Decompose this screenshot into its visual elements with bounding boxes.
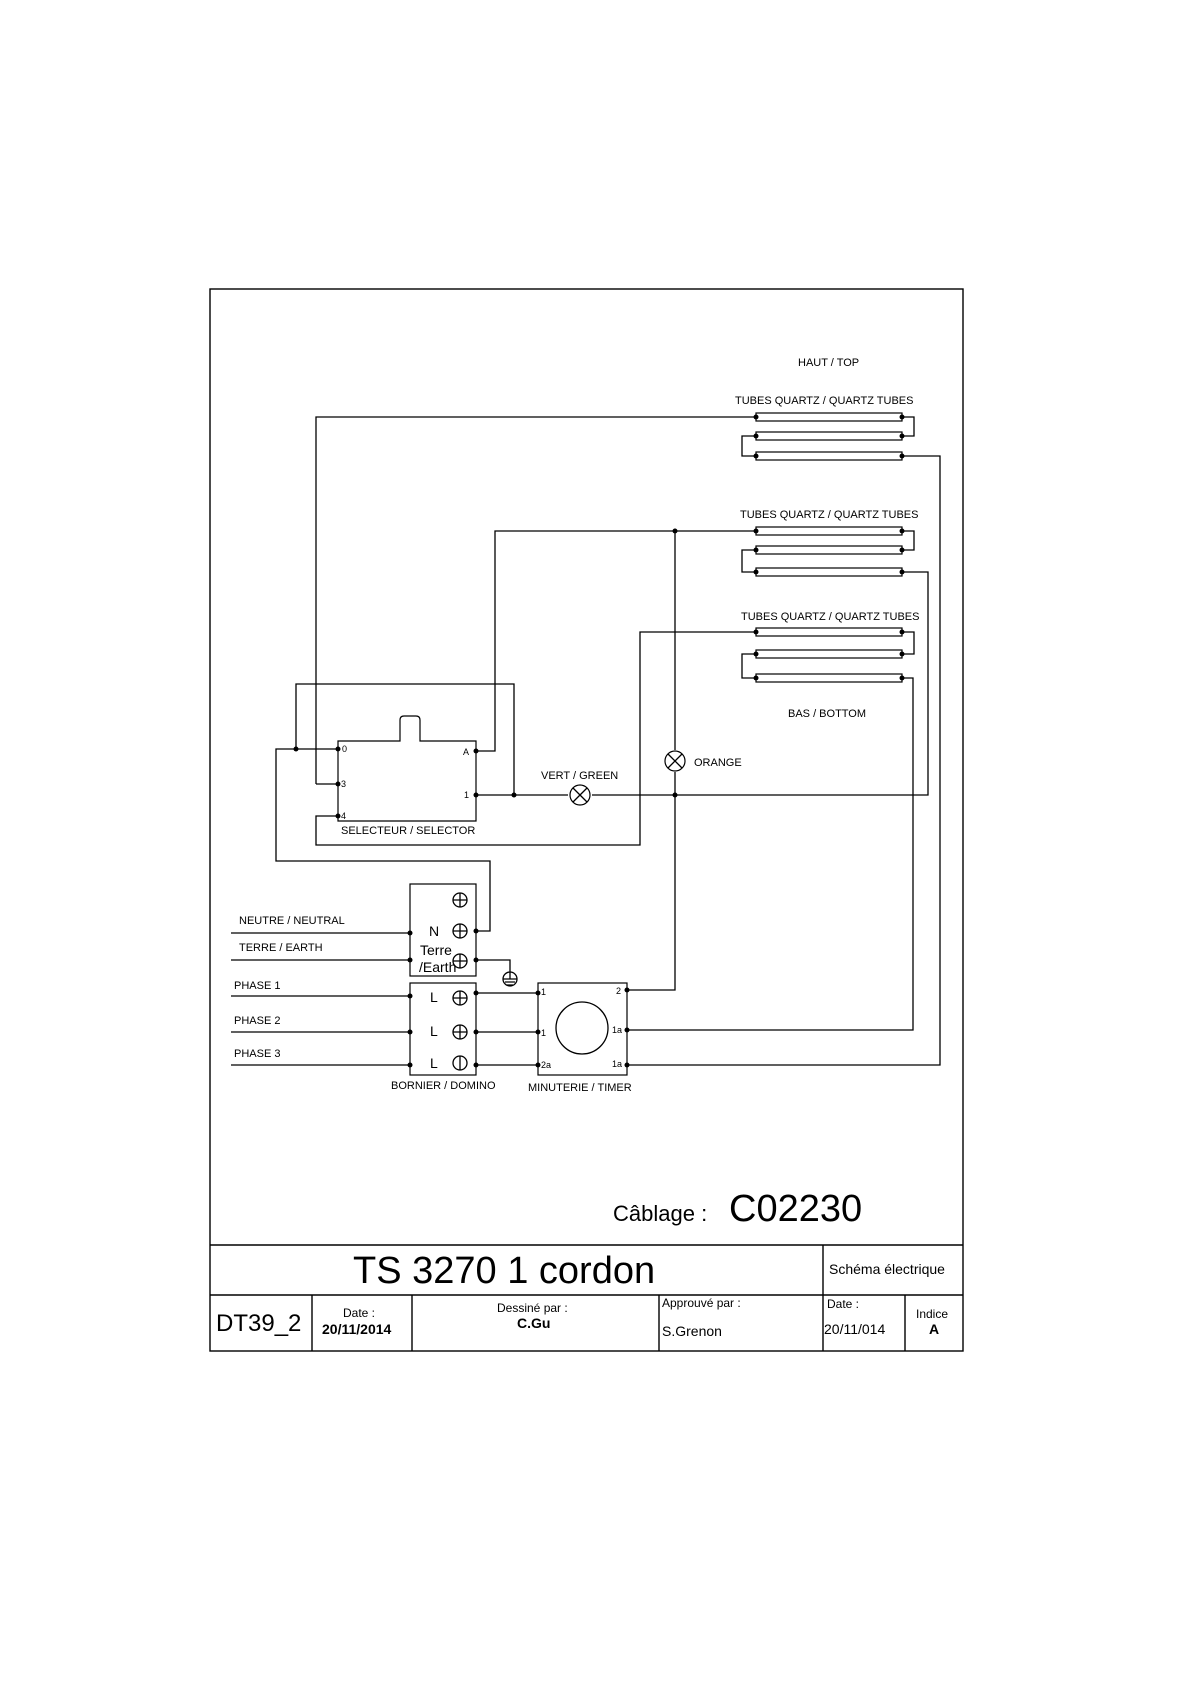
drawn-by-label: Dessiné par :	[497, 1301, 568, 1315]
label-timer: MINUTERIE / TIMER	[528, 1082, 632, 1094]
mark-earth: /Earth	[419, 959, 456, 975]
mark-l1: L	[430, 989, 438, 1005]
label-selector: SELECTEUR / SELECTOR	[341, 825, 475, 837]
screw-terminal-icon	[452, 953, 468, 969]
label-phase1: PHASE 1	[234, 980, 280, 992]
label-phase3: PHASE 3	[234, 1048, 280, 1060]
timer-terminal-in2: 1	[541, 1028, 546, 1038]
timer-terminal-out1a-2: 1a	[612, 1059, 622, 1069]
screw-terminal-icon	[452, 1024, 468, 1040]
label-orange-lamp: ORANGE	[694, 757, 742, 769]
timer-dial-icon	[555, 1001, 609, 1055]
lamp-icon	[664, 750, 686, 772]
label-bottom: BAS / BOTTOM	[788, 708, 866, 720]
date2-value: 20/11/014	[824, 1321, 885, 1337]
drawing-title: TS 3270 1 cordon	[353, 1250, 655, 1292]
doc-id: DT39_2	[216, 1310, 301, 1337]
wires	[231, 416, 941, 1066]
mark-l3: L	[430, 1055, 438, 1071]
selector-terminal-0: 0	[342, 744, 347, 754]
mark-l2: L	[430, 1023, 438, 1039]
selector-terminal-3: 3	[341, 779, 346, 789]
label-phase2: PHASE 2	[234, 1015, 280, 1027]
tube-group-top: TUBES QUARTZ / QUARTZ TUBES	[735, 395, 915, 461]
index-value: A	[929, 1321, 939, 1337]
selector-terminal-1: 1	[464, 790, 469, 800]
approved-by-value: S.Grenon	[662, 1323, 722, 1339]
selector-terminal-4: 4	[341, 811, 346, 821]
schema-label: Schéma électrique	[829, 1261, 945, 1277]
mark-neutral: N	[429, 923, 439, 939]
cabling-label: Câblage :	[613, 1201, 707, 1226]
label-tubes-middle: TUBES QUARTZ / QUARTZ TUBES	[740, 509, 918, 521]
label-neutral: NEUTRE / NEUTRAL	[239, 915, 345, 927]
tube-group-bottom: TUBES QUARTZ / QUARTZ TUBES BAS / BOTTOM	[741, 611, 919, 720]
drawing-frame	[209, 288, 964, 1352]
earth-ground-icon	[502, 971, 518, 987]
index-label: Indice	[916, 1307, 948, 1321]
drawn-by-value: C.Gu	[517, 1315, 550, 1331]
label-top: HAUT / TOP	[798, 357, 859, 369]
label-earth: TERRE / EARTH	[239, 942, 323, 954]
lamp-icon	[569, 784, 591, 806]
timer-terminal-in1: 1	[541, 987, 546, 997]
timer-terminal-out1a-1: 1a	[612, 1025, 622, 1035]
title-block: TS 3270 1 cordon Schéma électrique DT39_…	[210, 1244, 963, 1351]
screw-terminal-icon	[452, 990, 468, 1006]
phase-terminal-block: L L L BORNIER / DOMINO	[391, 982, 496, 1092]
approved-by-label: Approuvé par :	[662, 1296, 741, 1310]
cabling-code: C02230	[729, 1188, 862, 1230]
label-tubes-top: TUBES QUARTZ / QUARTZ TUBES	[735, 395, 913, 407]
selector-switch: 0 3 4 A 1 SELECTEUR / SELECTOR	[316, 715, 479, 837]
date-label: Date :	[343, 1306, 375, 1320]
label-tubes-bottom: TUBES QUARTZ / QUARTZ TUBES	[741, 611, 919, 623]
screw-terminal-icon	[452, 923, 468, 939]
label-green-lamp: VERT / GREEN	[541, 770, 618, 782]
mark-terre: Terre	[420, 942, 452, 958]
timer: 1 1 2a 2 1a 1a MINUTERIE / TIMER	[528, 982, 632, 1094]
selector-terminal-a: A	[463, 747, 469, 757]
screw-terminal-icon	[452, 1055, 468, 1071]
label-terminal-block: BORNIER / DOMINO	[391, 1080, 496, 1092]
neutral-earth-terminal-block: N Terre /Earth	[407, 883, 479, 977]
screw-terminal-icon	[452, 892, 468, 908]
timer-terminal-in3: 2a	[541, 1060, 551, 1070]
tube-group-middle: TUBES QUARTZ / QUARTZ TUBES	[672, 509, 918, 577]
date2-label: Date :	[827, 1297, 859, 1311]
timer-terminal-out2: 2	[616, 986, 621, 996]
date-value: 20/11/2014	[322, 1321, 392, 1337]
